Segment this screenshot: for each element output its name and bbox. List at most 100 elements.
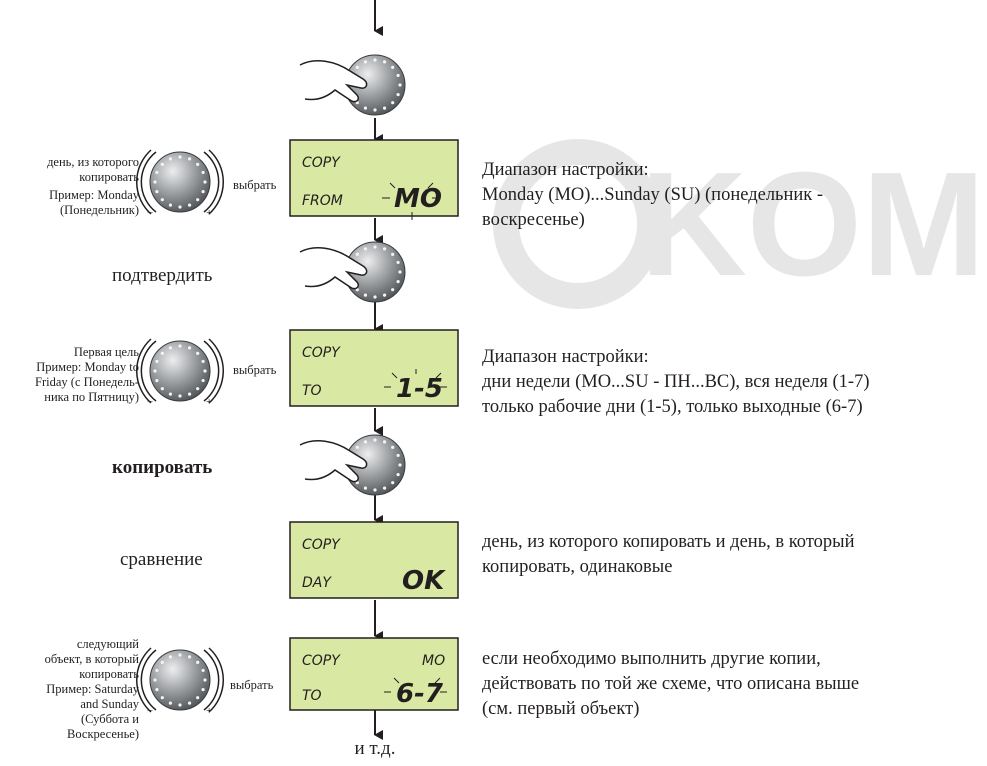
watermark-ring (493, 139, 663, 309)
description-line: воскресенье) (482, 210, 585, 230)
knob-dot (160, 198, 164, 202)
rotate-arc-left (140, 151, 157, 213)
knob-dot (155, 170, 159, 175)
knob-dot (168, 392, 173, 396)
lcd-line1: COPY (302, 537, 341, 553)
side-note-line: Пример: Saturday (46, 682, 139, 696)
side-note-line: Первая цель (73, 345, 139, 359)
blink-marks (384, 677, 447, 693)
description-line: Диапазон настройки: (482, 347, 649, 367)
plus-sign: + (206, 705, 212, 717)
side-note-line: объект, в который (44, 652, 139, 666)
press-knob-3 (299, 434, 406, 496)
side-note-line: Пример: Monday to (36, 360, 139, 374)
knob-dot (187, 203, 192, 207)
minus-sign: − (147, 705, 153, 717)
knob-dot (178, 344, 182, 348)
lcd-line1: COPY (302, 653, 341, 669)
lcd-line1: COPY (302, 155, 341, 171)
knob-dot (398, 83, 402, 87)
rotate-arc-right (203, 340, 220, 402)
plus-sign: + (206, 396, 212, 408)
knob-dot (363, 293, 368, 297)
watermark-text: KOMFOR (640, 142, 987, 307)
side-note-line: Пример: Monday (49, 188, 139, 202)
rotate-arc-left (140, 649, 157, 711)
knob-dot (396, 92, 400, 97)
side-note-line: копировать (79, 170, 139, 184)
knob-dot (178, 653, 182, 657)
lcd-top-right: MO (422, 653, 445, 669)
knob-dot (396, 472, 400, 477)
description-2: Диапазон настройки: дни недели (MO...SU … (482, 345, 870, 420)
lcd-line2-right: MO (394, 184, 442, 214)
lcd-line2-right: 6-7 (396, 679, 444, 709)
knob-dot (155, 359, 159, 364)
rotate-arc-left (135, 149, 152, 215)
knob-dot (203, 180, 207, 184)
knob-dot (187, 157, 192, 161)
knob-dot (398, 270, 402, 274)
action-label-select-3: выбрать (230, 678, 274, 692)
knob-dot (196, 387, 200, 391)
description-line: дни недели (MO...SU - ПН...ВС), вся неде… (482, 372, 870, 392)
knob-dot (396, 73, 400, 78)
rotate-arc-right (208, 149, 225, 215)
knob-dot (155, 668, 159, 673)
knob-icon (149, 151, 211, 213)
side-note-line: следующий (76, 637, 139, 651)
rotate-arc-right (203, 649, 220, 711)
side-note-line: and Sunday (80, 697, 139, 711)
knob-dot (160, 162, 164, 166)
lcd-screen (289, 139, 459, 217)
knob-dot (391, 288, 395, 292)
knob-dot (196, 696, 200, 700)
press-knob-1 (299, 54, 406, 116)
knob-dot (382, 60, 387, 64)
rotate-arc-left (140, 340, 157, 402)
knob-dot (391, 65, 395, 69)
lcd-line2-right: OK (402, 566, 446, 596)
knob-dot (168, 701, 173, 705)
knob-dot (382, 247, 387, 251)
hand-icon (299, 439, 368, 483)
label-compare: сравнение (120, 549, 203, 570)
description-line: Monday (MO)...Sunday (SU) (понедельник - (482, 185, 824, 205)
knob-dot (168, 157, 173, 161)
knob-dot (153, 678, 157, 682)
knob-dot (160, 351, 164, 355)
knob-dot (373, 58, 377, 62)
description-line: только рабочие дни (1-5), только выходны… (482, 397, 863, 417)
rotate-arc-right (203, 151, 220, 213)
knob-dot (203, 678, 207, 682)
action-label-select-1: выбрать (233, 178, 277, 192)
knob-dot (168, 655, 173, 659)
lcd-display-1: COPY FROM MO (289, 139, 459, 220)
minus-sign: − (147, 207, 153, 219)
knob-dot (398, 463, 402, 467)
lcd-line2-left: FROM (302, 193, 343, 209)
plus-sign: + (206, 207, 212, 219)
lcd-line2-left: DAY (302, 575, 332, 591)
knob-dot (201, 170, 205, 175)
knob-dot (160, 660, 164, 664)
knob-dot (155, 378, 159, 383)
knob-dot (160, 387, 164, 391)
rotate-arc-right (208, 647, 225, 713)
blink-marks (382, 182, 440, 220)
knob-dot (178, 155, 182, 159)
knob-dot (382, 440, 387, 444)
knob-dot (201, 189, 205, 194)
knob-dot (355, 252, 359, 256)
knob-dot (160, 696, 164, 700)
watermark: KOMFOR (493, 139, 987, 309)
knob-dot (178, 394, 182, 398)
knob-dot (355, 65, 359, 69)
label-copy: копировать (112, 457, 213, 478)
lcd-display-4: COPY MO TO 6-7 (289, 637, 459, 711)
knob-dot (153, 369, 157, 373)
lcd-line2-left: TO (302, 688, 322, 704)
knob-dot (363, 440, 368, 444)
label-confirm: подтвердить (112, 265, 213, 286)
